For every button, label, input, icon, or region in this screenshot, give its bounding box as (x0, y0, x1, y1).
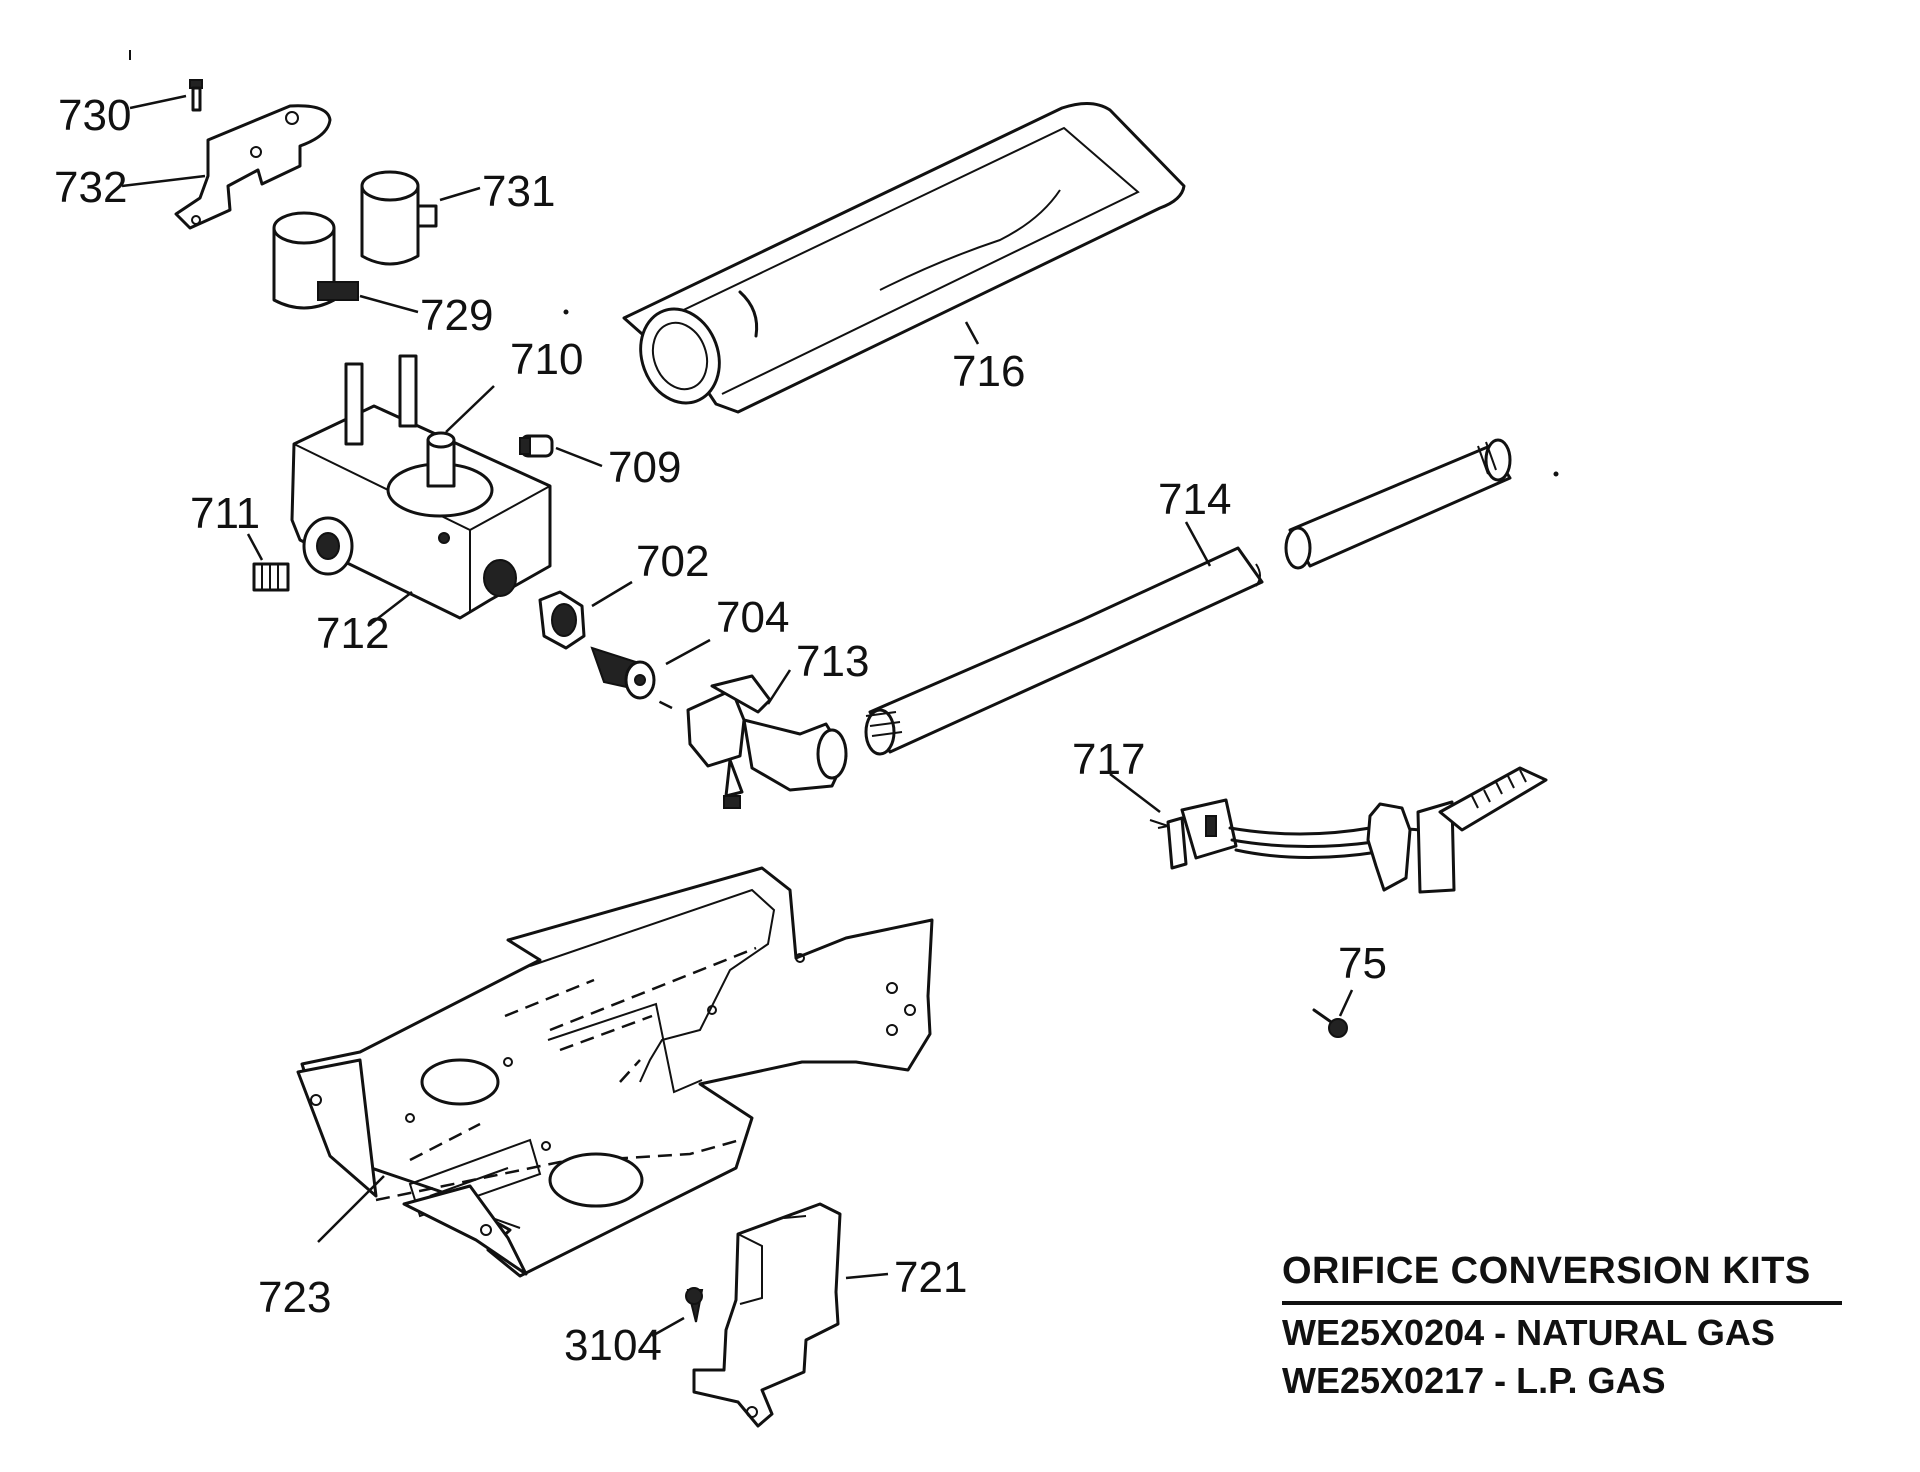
part-704-orifice (590, 638, 711, 700)
part-731-solenoid-coil (360, 170, 481, 266)
label-721: 721 (894, 1253, 967, 1302)
label-729: 729 (420, 291, 493, 340)
part-716-burner (622, 102, 1186, 414)
part-730-screw (129, 79, 203, 112)
kit-gas-type: L.P. GAS (1516, 1360, 1666, 1401)
part-713-shutoff-valve (655, 669, 848, 809)
label-714: 714 (1158, 475, 1231, 524)
kit-gas-type: NATURAL GAS (1516, 1312, 1775, 1353)
label-723: 723 (258, 1273, 331, 1322)
part-732-bracket (121, 104, 332, 230)
label-713: 713 (796, 637, 869, 686)
part-714-gas-tube (864, 438, 1512, 756)
kit-code: WE25X0217 (1282, 1360, 1485, 1401)
part-717-igniter (1109, 766, 1548, 894)
label-730: 730 (58, 91, 131, 140)
label-75: 75 (1338, 939, 1387, 988)
label-731: 731 (482, 167, 555, 216)
orifice-conversion-kits: ORIFICE CONVERSION KITS WE25X0204 - NATU… (1282, 1250, 1842, 1401)
kit-row: WE25X0217 - L.P. GAS (1282, 1361, 1842, 1401)
label-710: 710 (510, 335, 583, 384)
label-716: 716 (952, 347, 1025, 396)
label-704: 704 (716, 593, 789, 642)
label-709: 709 (608, 443, 681, 492)
label-717: 717 (1072, 735, 1145, 784)
kits-title: ORIFICE CONVERSION KITS (1282, 1250, 1842, 1305)
label-712: 712 (316, 609, 389, 658)
label-3104: 3104 (564, 1321, 662, 1370)
part-711-plug (246, 533, 290, 592)
kit-code: WE25X0204 (1282, 1312, 1485, 1353)
label-702: 702 (636, 537, 709, 586)
part-75-screw (1312, 989, 1354, 1038)
kit-separator: - (1494, 1312, 1507, 1353)
part-712-valve-body (290, 354, 552, 627)
label-711: 711 (190, 489, 260, 538)
part-723-mounting-bracket (296, 866, 934, 1278)
part-709-fitting (519, 434, 603, 468)
part-729-solenoid-coil (272, 211, 419, 314)
kit-row: WE25X0204 - NATURAL GAS (1282, 1313, 1842, 1353)
part-721-shield (692, 1202, 889, 1428)
part-3104-screw (651, 1287, 704, 1338)
kit-separator: - (1494, 1360, 1507, 1401)
part-702-nut (538, 580, 633, 650)
label-732: 732 (54, 163, 127, 212)
